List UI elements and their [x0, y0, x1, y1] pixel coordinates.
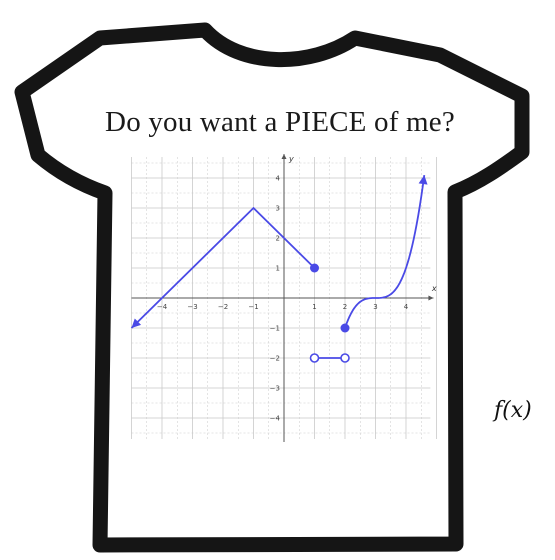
y-axis-arrow	[281, 154, 287, 159]
y-tick-label: −4	[270, 415, 281, 423]
piecewise-graph: x y −4 −3 −2 −1 1 2 3 4 −4 −3 −2 −1 1 2 3 4	[130, 154, 437, 442]
x-axis-label: x	[431, 284, 437, 293]
piece-1	[130, 207, 316, 329]
piece-3-arrow	[418, 175, 428, 185]
y-tick-label: 4	[276, 175, 281, 183]
function-label: f(x)	[494, 398, 532, 423]
x-tick-label: 3	[373, 303, 377, 311]
x-tick-label: −2	[218, 303, 228, 311]
x-tick-label: −3	[187, 303, 197, 311]
piece-2-end-open-dot	[340, 353, 350, 363]
y-tick-label: 2	[276, 235, 280, 243]
x-tick-label: 2	[343, 303, 347, 311]
y-tick-label: 3	[276, 205, 280, 213]
y-tick-label: 1	[276, 265, 280, 273]
x-tick-label: 1	[312, 303, 316, 311]
piece-3	[344, 174, 426, 329]
x-axis-arrow	[428, 295, 434, 301]
x-tick-label: −4	[157, 303, 168, 311]
x-tick-label: 4	[404, 303, 409, 311]
piece-1-end-closed-dot	[310, 263, 319, 273]
piece-1-arrow	[131, 318, 142, 328]
piece-3-start-closed-dot	[340, 323, 350, 333]
y-tick-label: −1	[270, 325, 280, 333]
x-tick-label: −1	[248, 303, 258, 311]
shirt-title: Do you want a PIECE of me?	[105, 106, 455, 138]
y-tick-label: −3	[270, 385, 280, 393]
piece-2-start-open-dot	[309, 353, 320, 363]
y-axis-label: y	[288, 155, 294, 164]
y-tick-label: −2	[270, 355, 280, 363]
